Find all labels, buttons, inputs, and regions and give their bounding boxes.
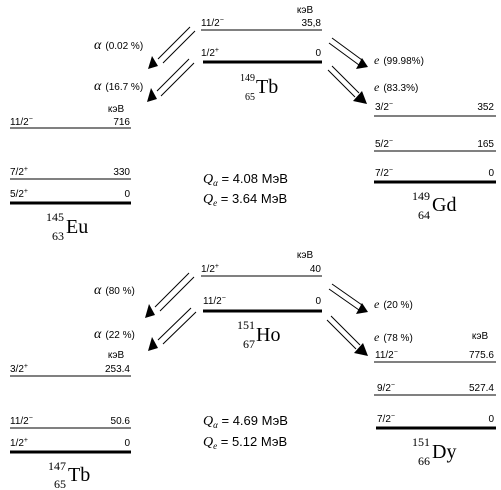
ec-branch-label: e(20 %) <box>374 297 413 311</box>
level-spin: 11/2− <box>10 116 33 128</box>
q-e-value: Qe = 3.64 МэВ <box>203 191 287 208</box>
alpha-daughter-tb147: кэВ 3/2+ 253.4 11/2− 50.6 1/2+ 0 147 65 … <box>10 350 131 490</box>
svg-text:65: 65 <box>54 477 66 490</box>
kev-unit-label: кэВ <box>472 331 489 342</box>
level-energy: 0 <box>315 48 321 59</box>
level-energy: 165 <box>477 139 494 150</box>
level-spin: 3/2− <box>375 101 393 113</box>
ec-daughter-dy151: кэВ 11/2− 775.6 9/2− 527.4 7/2− 0 151 66… <box>374 331 496 468</box>
ec-branch-label: e(78 %) <box>374 330 413 344</box>
parent-nucleus-tb149: кэВ 11/2− 35,8 1/2+ 0 149 65 Tb <box>201 5 322 103</box>
level-energy: 0 <box>124 438 130 449</box>
alpha-daughter-eu145: кэВ 11/2− 716 7/2+ 330 5/2+ 0 145 63 Eu <box>10 104 131 243</box>
kev-unit-label: кэВ <box>297 5 314 16</box>
level-spin: 3/2+ <box>10 363 28 375</box>
level-spin: 5/2+ <box>10 188 28 200</box>
alpha-branch-label: α(16.7 %) <box>94 79 143 94</box>
q-alpha-value: Qα = 4.69 МэВ <box>203 413 288 430</box>
svg-text:64: 64 <box>418 208 430 222</box>
level-spin: 7/2− <box>375 167 393 179</box>
decay-system-tb149: кэВ 11/2− 35,8 1/2+ 0 149 65 Tb α(0.02 %… <box>10 5 496 243</box>
level-spin: 11/2− <box>203 295 226 307</box>
nuclide-label: 151 67 Ho <box>237 318 280 351</box>
kev-unit-label: кэВ <box>108 104 125 115</box>
level-spin: 7/2+ <box>10 166 28 178</box>
level-spin: 1/2+ <box>201 47 219 59</box>
level-spin: 11/2− <box>201 17 224 29</box>
kev-unit-label: кэВ <box>108 350 125 361</box>
svg-text:65: 65 <box>245 92 255 103</box>
level-energy: 775.6 <box>469 350 494 361</box>
parent-nucleus-ho151: кэВ 1/2+ 40 11/2− 0 151 67 Ho <box>201 250 322 351</box>
ec-daughter-gd149: 3/2− 352 5/2− 165 7/2− 0 149 64 Gd <box>374 101 496 222</box>
kev-unit-label: кэВ <box>297 250 314 261</box>
ec-decay-arrows: e(99.98%) e(83.3%) <box>327 37 424 104</box>
level-energy: 716 <box>113 117 130 128</box>
level-spin: 7/2− <box>377 413 395 425</box>
svg-text:Tb: Tb <box>68 464 90 486</box>
q-e-value: Qe = 5.12 МэВ <box>203 434 287 451</box>
level-energy: 527.4 <box>469 383 494 394</box>
level-energy: 0 <box>488 414 494 425</box>
alpha-branch-label: α(80 %) <box>94 283 135 298</box>
level-spin: 5/2− <box>375 138 393 150</box>
nuclide-label: 149 65 Tb <box>240 73 278 103</box>
svg-text:149: 149 <box>240 73 255 84</box>
level-energy: 253.4 <box>105 364 130 375</box>
q-values: Qα = 4.08 МэВ Qe = 3.64 МэВ <box>203 171 288 208</box>
svg-text:67: 67 <box>243 337 255 351</box>
q-alpha-value: Qα = 4.08 МэВ <box>203 171 288 188</box>
q-values: Qα = 4.69 МэВ Qe = 5.12 МэВ <box>203 413 288 451</box>
nuclide-label: 147 65 Tb <box>48 459 90 490</box>
level-energy: 352 <box>477 102 494 113</box>
svg-text:145: 145 <box>46 210 64 224</box>
alpha-decay-arrows: α(0.02 %) α(16.7 %) <box>94 26 196 102</box>
alpha-branch-label: α(22 %) <box>94 327 135 342</box>
svg-text:151: 151 <box>237 318 255 332</box>
nuclide-label: 151 66 Dy <box>412 435 456 468</box>
svg-text:151: 151 <box>412 435 430 449</box>
level-energy: 0 <box>315 296 321 307</box>
level-spin: 1/2+ <box>201 263 219 275</box>
svg-text:Eu: Eu <box>66 216 88 238</box>
svg-text:Tb: Tb <box>256 76 278 98</box>
level-spin: 11/2− <box>375 349 398 361</box>
level-spin: 1/2+ <box>10 437 28 449</box>
nuclide-label: 145 63 Eu <box>46 210 88 243</box>
level-energy: 40 <box>310 264 322 275</box>
ec-branch-label: e(99.98%) <box>374 53 424 67</box>
alpha-decay-arrows: α(80 %) α(22 %) <box>94 272 197 351</box>
svg-text:Ho: Ho <box>256 324 280 346</box>
svg-text:149: 149 <box>412 189 430 203</box>
level-energy: 50.6 <box>111 416 131 427</box>
alpha-branch-label: α(0.02 %) <box>94 38 143 53</box>
svg-text:66: 66 <box>418 454 430 468</box>
level-energy: 0 <box>124 189 130 200</box>
ec-decay-arrows: e(20 %) e(78 %) <box>326 283 413 356</box>
decay-system-ho151: кэВ 1/2+ 40 11/2− 0 151 67 Ho α(80 %) α(… <box>10 250 496 490</box>
level-energy: 0 <box>488 168 494 179</box>
level-energy: 330 <box>113 167 130 178</box>
svg-text:Dy: Dy <box>432 441 456 463</box>
level-energy: 35,8 <box>302 18 322 29</box>
svg-text:147: 147 <box>48 459 66 473</box>
level-spin: 9/2− <box>377 382 395 394</box>
svg-text:Gd: Gd <box>432 194 456 216</box>
level-spin: 11/2− <box>10 415 33 427</box>
nuclide-label: 149 64 Gd <box>412 189 456 222</box>
ec-branch-label: e(83.3%) <box>374 80 418 94</box>
svg-text:63: 63 <box>52 229 64 243</box>
